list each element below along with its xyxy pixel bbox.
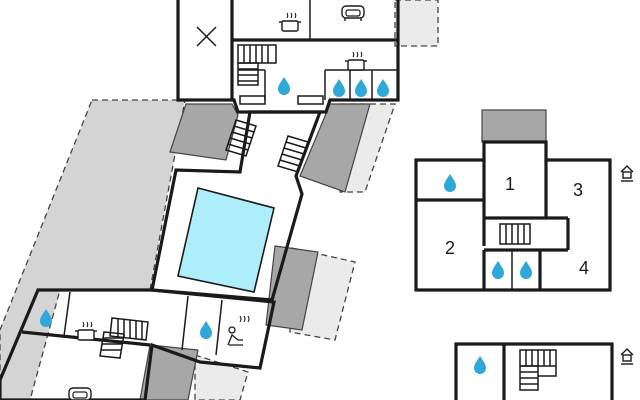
water-drop-icon — [333, 79, 345, 97]
water-drop-icon — [520, 261, 532, 279]
staircase-icon — [519, 349, 557, 391]
cooking-pot-icon — [344, 51, 368, 71]
house-entrance-icon — [620, 165, 634, 182]
cooking-pot-icon — [74, 321, 98, 341]
sauna-icon — [227, 315, 250, 346]
x-mark-icon — [196, 26, 217, 47]
pool-wing — [150, 110, 323, 302]
sofa-icon — [341, 5, 365, 22]
covered-terrace-left — [169, 103, 239, 161]
staircase-icon — [277, 135, 309, 173]
house-entrance-icon — [620, 348, 634, 365]
water-drop-icon — [474, 356, 486, 374]
water-drop-icon — [200, 321, 212, 339]
sofa-icon — [68, 387, 92, 400]
bedroom-floor-plan: 1 2 3 4 — [414, 140, 634, 292]
terrace-bottom — [194, 354, 249, 400]
room-number-1: 1 — [505, 174, 515, 194]
cooking-pot-icon — [278, 12, 302, 32]
staircase-icon — [99, 317, 149, 359]
room-number-4: 4 — [579, 258, 589, 278]
water-drop-icon — [355, 79, 367, 97]
water-drop-icon — [377, 79, 389, 97]
staircase-icon — [225, 119, 257, 157]
top-building — [176, 0, 400, 114]
water-drop-icon — [444, 174, 456, 192]
terrace-top-right — [394, 0, 439, 47]
covered-terrace-bedrooms — [481, 109, 547, 143]
water-drop-icon — [492, 261, 504, 279]
bottom-left-building — [0, 288, 276, 400]
covered-terrace-right — [299, 103, 371, 193]
staircase-icon — [237, 44, 277, 86]
swimming-pool — [177, 187, 275, 293]
lower-floor-plan — [454, 342, 634, 400]
water-drop-icon — [278, 77, 290, 95]
staircase-icon — [499, 223, 531, 245]
room-number-2: 2 — [445, 238, 455, 258]
room-number-3: 3 — [573, 180, 583, 200]
